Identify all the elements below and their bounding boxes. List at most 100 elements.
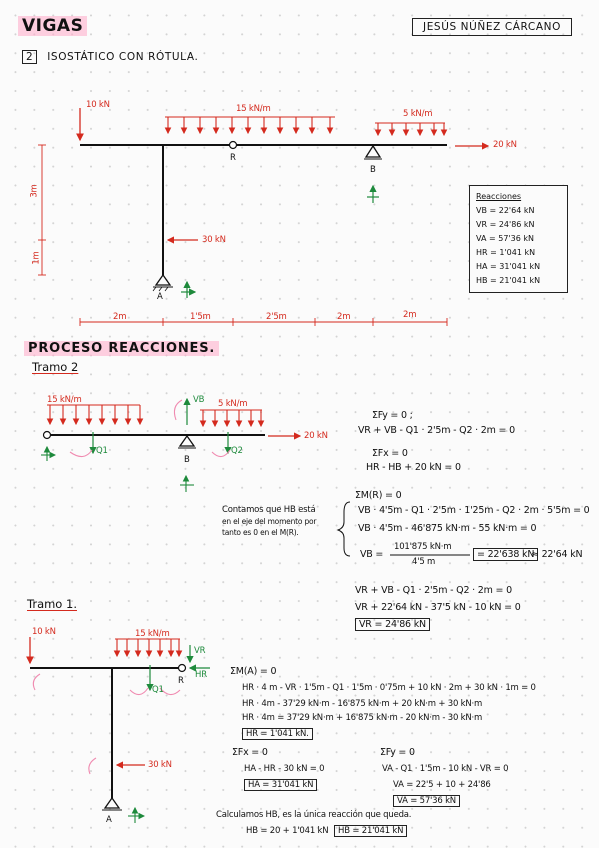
t2-note-line-2: en el eje del momento por (222, 517, 317, 526)
process-heading: PROCESO REACCIONES. (24, 341, 220, 356)
t1-hinge (177, 663, 187, 673)
t2-label-20: 20 kN (304, 431, 328, 441)
t1-hb-eq: HB = 20 + 1'041 kN (246, 826, 329, 836)
t1-hr-result: HR = 1'041 kN. (242, 728, 313, 740)
reaction-hr: HR = 1'041 kN (476, 248, 536, 257)
section-title: ISOSTÁTICO CON RÓTULA. (47, 51, 199, 63)
t2-cross-bottom (180, 474, 194, 492)
section-heading: 2 ISOSTÁTICO CON RÓTULA. (22, 50, 199, 64)
reactions-box: Reacciones VB = 22'64 kN VR = 24'86 kN V… (469, 185, 568, 293)
t2-load-5 (199, 409, 265, 428)
t1-sum-fx: ΣFx = 0 (232, 747, 268, 758)
label-r: R (230, 153, 236, 163)
label-10kn: 10 kN (86, 100, 110, 110)
t2-eq3: VR + VB - Q1 · 2'5m - Q2 · 2m = 0 (355, 585, 512, 596)
t2-cross-left (41, 445, 57, 461)
t1-label-vr: VR (194, 646, 206, 656)
t1-moment-arc-3 (32, 673, 41, 691)
t2-brace (336, 501, 351, 557)
t2-m2: VB · 4'5m - 46'875 kN·m - 55 kN·m = 0 (358, 523, 537, 534)
t2-vb-approx: ≈ 22'64 kN (531, 549, 583, 560)
author-box: JESÚS NÚÑEZ CÁRCANO (412, 18, 572, 36)
t2-eq2: HR - HB + 20 kN = 0 (366, 462, 461, 473)
t2-note-line-1: Contamos que HB está (222, 505, 316, 515)
label-5knm: 5 kN/m (403, 109, 433, 119)
t1-label-q1: Q1 (152, 685, 164, 695)
t2-vb-num: 101'875 kN·m (394, 542, 452, 552)
t2-note-line-3: tanto es 0 en el M(R). (222, 528, 299, 537)
dim-h-3: 2m (337, 312, 351, 322)
reaction-hb: HB = 21'041 kN (476, 276, 541, 285)
t2-moment-arc-3 (211, 449, 231, 458)
t1-load-15 (113, 638, 183, 658)
reaction-ha: HA = 31'041 kN (476, 262, 541, 271)
t1-label-30: 30 kN (148, 760, 172, 770)
t2-sum-fx: ΣFx = 0 (372, 448, 408, 459)
reactions-title: Reacciones (476, 192, 522, 201)
t1-m3: HR · 4m = 37'29 kN·m + 16'875 kN·m - 20 … (242, 713, 483, 723)
dim-h-0: 2m (113, 312, 127, 322)
t1-label-15: 15 kN/m (135, 629, 170, 639)
dim-1m: 1m (31, 251, 42, 265)
sign-cross-b (367, 184, 379, 203)
t2-label-q1: Q1 (96, 446, 108, 456)
support-a (152, 273, 173, 292)
t1-moment-arc-4 (88, 757, 97, 775)
t1-label-hr: HR (195, 670, 207, 680)
t2-label-vb: VB (193, 395, 205, 405)
hinge-r (228, 140, 238, 150)
t2-support-b (178, 434, 196, 449)
label-a: A (157, 292, 163, 302)
t2-moment-arc (69, 449, 93, 458)
t1-moment-arc (129, 687, 149, 696)
t1-m1: HR · 4 m - VR · 1'5m - Q1 · 1'5m · 0'75m… (242, 683, 536, 693)
t1-m2: HR · 4m - 37'29 kN·m - 16'875 kN·m + 20 … (242, 699, 483, 709)
t1-label-r: R (178, 676, 184, 686)
t1-calc-note: Calculamos HB, es la única reacción que … (216, 810, 412, 820)
t2-label-15: 15 kN/m (47, 395, 82, 405)
t2-vb-label: VB = (360, 549, 384, 560)
dim-h-1: 1'5m (190, 312, 211, 322)
t1-fy1: VA - Q1 · 1'5m - 10 kN - VR = 0 (382, 764, 509, 774)
reaction-vr: VR = 24'86 kN (476, 220, 535, 229)
load-15knm (164, 116, 335, 135)
t2-vb-den: 4'5 m (412, 557, 436, 567)
t2-label-q2: Q2 (231, 446, 243, 456)
t1-fy2: VA = 22'5 + 10 + 24'86 (393, 780, 491, 790)
t2-label-5: 5 kN/m (218, 399, 248, 409)
section-number: 2 (22, 50, 38, 64)
load-5knm (374, 122, 448, 137)
label-b: B (370, 165, 376, 175)
t2-sum-m: ΣM(R) = 0 (355, 490, 402, 501)
t1-sum-fy: ΣFy = 0 (380, 747, 415, 758)
t1-va-result: VA = 57'36 kN (393, 795, 460, 807)
t2-moment-arc-2 (173, 399, 183, 421)
tramo2-heading: Tramo 2 (32, 360, 79, 374)
t1-label-10: 10 kN (32, 627, 56, 637)
t2-m1: VB · 4'5m - Q1 · 2'5m · 1'25m - Q2 · 2m … (358, 505, 590, 516)
reaction-vb: VB = 22'64 kN (476, 206, 535, 215)
t2-hinge (42, 430, 52, 440)
t2-sum-fy: ΣFy = 0 ; (372, 410, 413, 421)
label-30kn: 30 kN (202, 235, 226, 245)
t1-label-a: A (106, 815, 112, 825)
sign-cross-a (181, 280, 197, 298)
tramo1-heading: Tramo 1. (27, 597, 77, 611)
t1-cross-a (128, 806, 146, 823)
t1-hb-result: HB = 21'041 kN (334, 825, 408, 837)
t2-label-b: B (184, 455, 190, 465)
dim-horizontal (79, 318, 448, 326)
dim-h-2: 2'5m (266, 312, 287, 322)
t2-load-15 (46, 404, 144, 426)
label-20kn: 20 kN (493, 140, 517, 150)
t1-ha-result: HA = 31'041 kN (244, 779, 318, 791)
t1-support-a (102, 796, 122, 811)
dim-h-4: 2m (403, 310, 417, 320)
page-title: VIGAS (18, 16, 88, 36)
t1-fx1: HA - HR - 30 kN = 0 (244, 764, 325, 774)
reaction-va: VA = 57'36 kN (476, 234, 534, 243)
t2-eq4: VR + 22'64 kN - 37'5 kN - 10 kN = 0 (355, 602, 521, 613)
t2-note: Contamos que HB está en el eje del momen… (222, 505, 316, 538)
t2-vb-result: = 22'638 kN (473, 548, 539, 561)
